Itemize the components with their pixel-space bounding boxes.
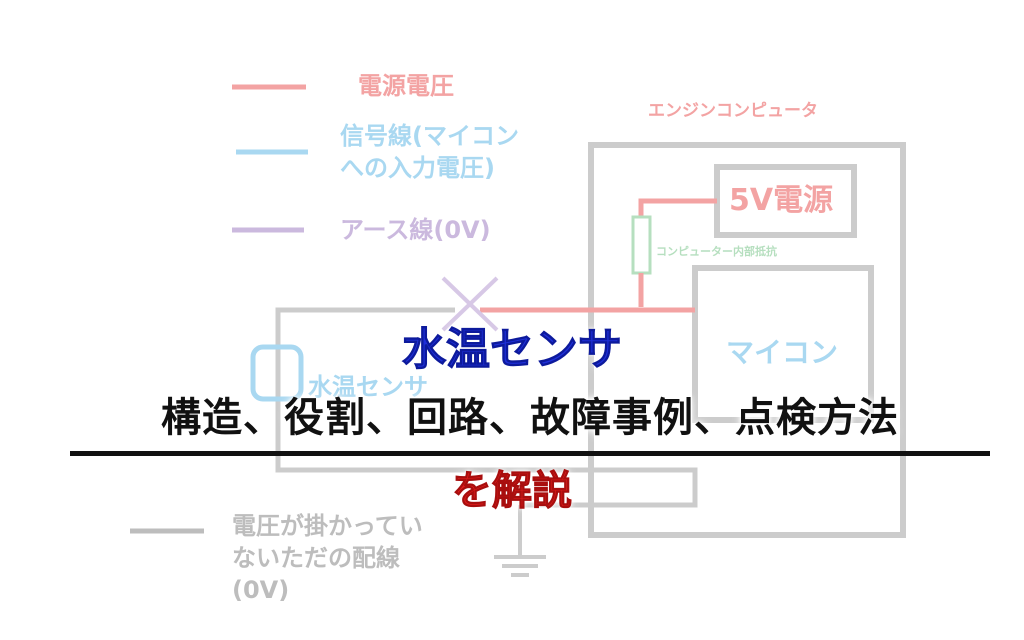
engine-computer-box — [588, 142, 906, 538]
sensor-element — [250, 344, 304, 402]
legend-label-line: ないただの配線 — [232, 544, 400, 572]
legend-label-earth: アース線(0V) — [340, 214, 491, 246]
engine-computer-label: エンジンコンピュータ — [648, 101, 818, 121]
power-wire — [638, 198, 717, 217]
legend-label-power: 電源電圧 — [358, 70, 454, 102]
legend-label-signal: 信号線(マイコン への入力電圧) — [340, 120, 519, 184]
internal-resistor — [631, 215, 652, 275]
internal-resistor-label: コンピューター内部抵抗 — [656, 245, 777, 258]
microcomputer-box — [692, 265, 874, 423]
legend-label-line: アース線(0V) — [340, 216, 491, 244]
microcomputer-label: マイコン — [726, 336, 839, 369]
legend-label-line: への入力電圧) — [340, 154, 495, 182]
title-sensor-name: 水温センサ — [402, 324, 623, 376]
legend-label-line: 電源電圧 — [358, 72, 454, 100]
inner-return-wire — [520, 467, 698, 508]
legend-label-line: (0V) — [232, 576, 290, 604]
sensor-label: 水温センサ — [308, 373, 428, 401]
title-topics-wrap: 構造、役割、回路、故障事例、点検方法 — [70, 390, 990, 458]
power-supply-label: 5V電源 — [729, 183, 834, 218]
legend-label-line: 信号線(マイコン — [340, 122, 519, 150]
title-underline — [70, 451, 990, 456]
sensor-loop-wire — [275, 307, 600, 473]
title-topics: 構造、役割、回路、故障事例、点検方法 — [161, 395, 899, 441]
title-explained: を解説 — [452, 468, 573, 515]
legend-label-plain: 電圧が掛かってい ないただの配線 (0V) — [232, 510, 423, 606]
legend-label-line: 電圧が掛かってい — [232, 512, 423, 540]
cross-mark-b — [441, 276, 499, 332]
